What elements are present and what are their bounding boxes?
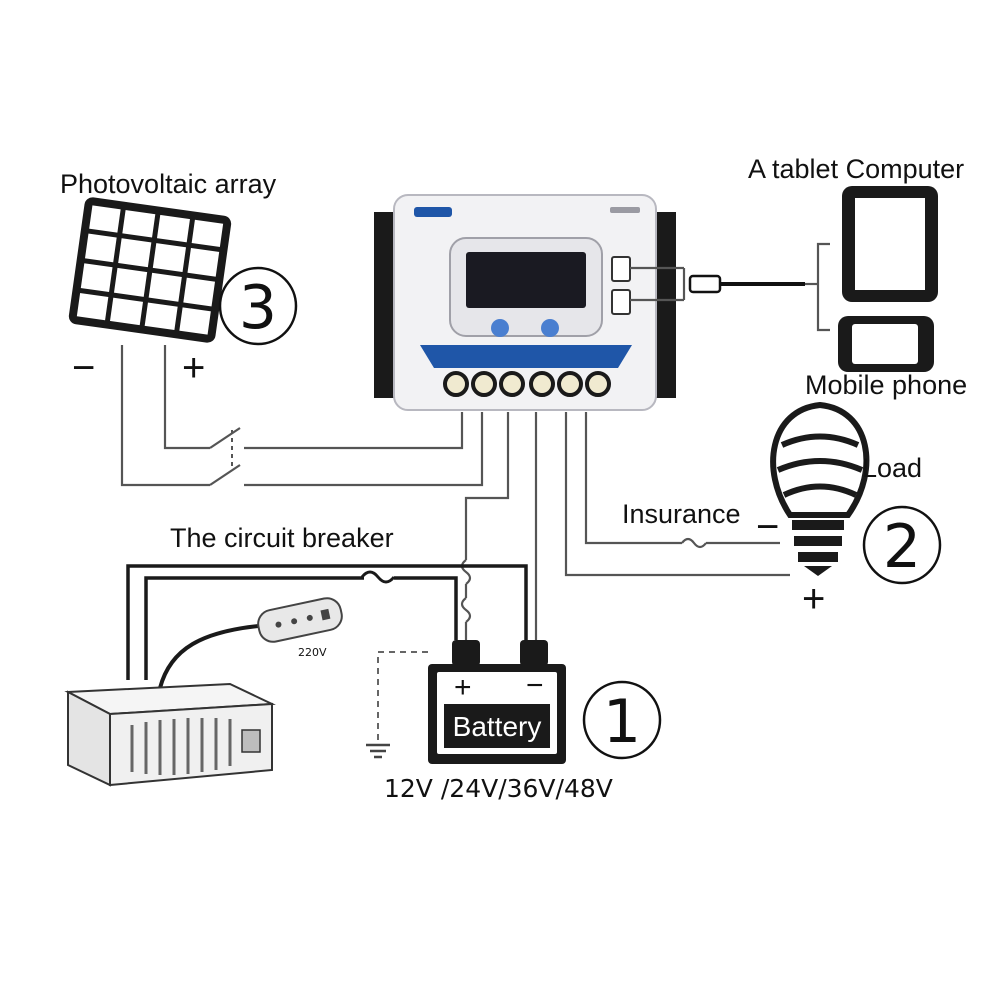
marker-1: 1 <box>582 680 662 760</box>
solar-panel <box>68 197 232 343</box>
pv-array-label: Photovoltaic array <box>60 169 277 199</box>
controller-band <box>420 345 632 368</box>
load-plus-sign: + <box>802 577 825 621</box>
controller-terminals <box>443 371 611 397</box>
usb-port-2 <box>611 289 631 315</box>
load-minus-sign: − <box>756 505 779 549</box>
controller-logo <box>414 207 452 217</box>
battery-label: Battery <box>453 711 542 742</box>
inverter <box>64 682 276 787</box>
marker-3-label: 3 <box>239 273 277 343</box>
marker-3: 3 <box>218 266 298 346</box>
mobile-phone <box>838 316 934 372</box>
light-bulb <box>770 401 870 576</box>
inverter-wiring <box>126 564 528 689</box>
marker-2-label: 2 <box>883 512 921 582</box>
battery-wiring <box>460 412 538 640</box>
battery-plus-sign: + <box>454 671 472 704</box>
tablet <box>842 186 938 302</box>
breaker-label: The circuit breaker <box>170 523 394 553</box>
battery <box>428 640 566 764</box>
usb-cable <box>630 242 830 332</box>
marker-1-label: 1 <box>603 687 641 757</box>
controller-display <box>466 252 586 308</box>
charge-controller <box>374 194 676 411</box>
pv-minus-sign: − <box>72 346 95 390</box>
load-wiring <box>564 412 790 577</box>
marker-2: 2 <box>862 505 942 585</box>
battery-voltage-label: 12V /24V/36V/48V <box>384 774 613 803</box>
pv-wiring <box>120 345 484 487</box>
usb-port-1 <box>611 256 631 282</box>
socket-voltage-label: 220V <box>298 646 327 659</box>
power-socket <box>257 597 343 643</box>
pv-plus-sign: + <box>182 346 205 390</box>
controller-button-right <box>541 319 559 337</box>
battery-minus-sign: − <box>526 669 544 702</box>
controller-button-left <box>491 319 509 337</box>
tablet-label: A tablet Computer <box>748 154 964 184</box>
ground-symbol <box>366 651 428 759</box>
insurance-label: Insurance <box>622 499 741 529</box>
load-label: Load <box>862 453 922 483</box>
mobile-label: Mobile phone <box>805 370 967 400</box>
